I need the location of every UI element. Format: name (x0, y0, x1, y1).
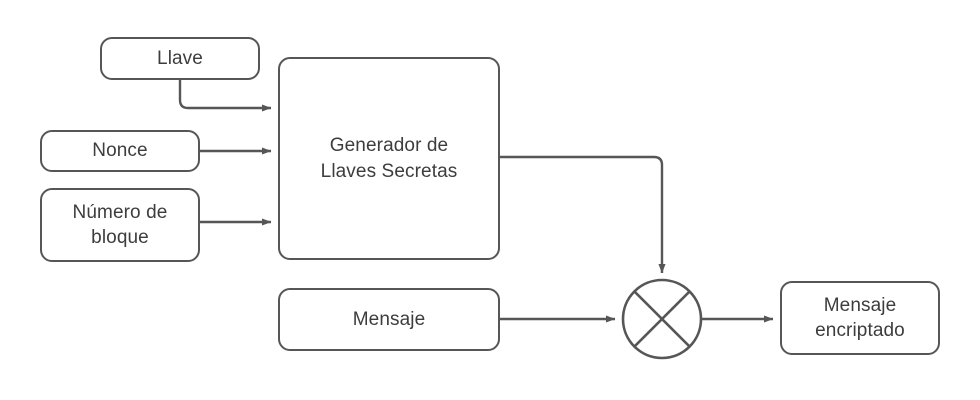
node-mensaje-label: Mensaje (352, 308, 426, 330)
edge-generador-to-xor (500, 155, 666, 274)
node-generador-llaves-secretas[interactable]: Generador de Llaves Secretas (278, 57, 500, 260)
node-nonce[interactable]: Nonce (40, 130, 200, 172)
node-numero-de-bloque[interactable]: Número de bloque (40, 188, 200, 262)
node-llave-label: Llave (157, 47, 203, 69)
node-numero-de-bloque-label: Número de bloque (72, 201, 168, 248)
node-nonce-label: Nonce (92, 140, 148, 162)
node-generador-llaves-secretas-label: Generador de Llaves Secretas (320, 135, 458, 182)
edge-llave-to-generador (178, 80, 272, 112)
node-mensaje-encriptado[interactable]: Mensaje encriptado (780, 281, 940, 355)
xor-gate-icon (621, 278, 703, 360)
node-llave[interactable]: Llave (100, 37, 260, 80)
node-mensaje[interactable]: Mensaje (278, 288, 500, 351)
node-mensaje-encriptado-label: Mensaje encriptado (815, 294, 905, 341)
